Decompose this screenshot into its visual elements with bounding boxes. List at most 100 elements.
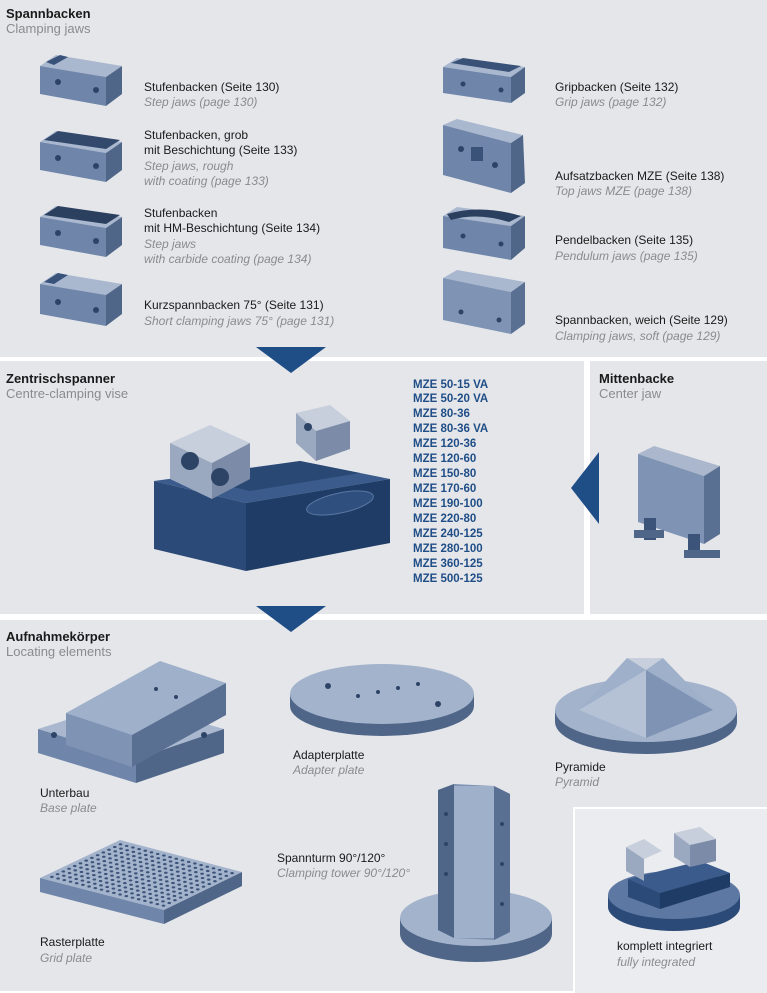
grid-hole: [151, 864, 155, 867]
grid-hole: [132, 859, 137, 862]
grid-hole: [131, 850, 136, 853]
step-jaw-icon: [40, 55, 122, 106]
grid-hole: [183, 885, 188, 888]
grid-hole: [196, 888, 200, 891]
grid-hole: [155, 898, 159, 901]
grid-hole: [149, 901, 153, 904]
locating-label-de: Rasterplatte: [40, 935, 105, 949]
grid-hole: [148, 892, 152, 895]
grid-hole: [141, 882, 145, 885]
grid-hole: [87, 885, 91, 888]
grid-hole: [147, 884, 151, 887]
grid-hole: [182, 876, 187, 879]
jaw-label-de: mit HM-Beschichtung (Seite 134): [144, 221, 321, 235]
grid-hole: [134, 880, 139, 884]
grid-hole: [199, 868, 204, 871]
grid-hole: [160, 895, 165, 899]
jaw-label-de: mit Beschichtung (Seite 133): [144, 143, 298, 157]
model-list-item: MZE 120-60: [413, 453, 477, 465]
grid-hole: [180, 859, 185, 862]
grid-hole: [72, 864, 77, 868]
grid-hole: [128, 875, 132, 878]
grid-hole: [124, 894, 129, 898]
grid-hole: [105, 890, 110, 893]
grid-hole: [212, 875, 217, 879]
locating-label-de: Adapterplatte: [293, 748, 365, 762]
grid-hole: [171, 881, 175, 885]
grid-hole: [68, 880, 73, 883]
grid-hole: [177, 883, 181, 886]
grid-hole: [175, 866, 180, 869]
grid-hole: [165, 888, 170, 892]
grid-hole: [193, 862, 197, 865]
grid-hole: [200, 872, 204, 875]
grid-hole: [158, 878, 163, 881]
grid-hole: [114, 863, 119, 866]
grid-hole: [95, 854, 100, 857]
grid-hole: [162, 858, 167, 861]
grid-hole: [174, 861, 179, 865]
grid-hole: [143, 899, 147, 902]
grid-hole: [133, 867, 138, 871]
jaw-label-de: Gripbacken (Seite 132): [555, 80, 679, 94]
grid-hole: [61, 870, 66, 873]
grid-hole: [131, 846, 135, 849]
grid-hole: [152, 877, 157, 880]
section-subtitle: Clamping jaws: [6, 21, 91, 36]
model-list-item: MZE 240-125: [413, 528, 483, 540]
grid-hole: [112, 845, 117, 849]
grid-hole: [91, 865, 95, 868]
grid-hole: [147, 888, 152, 891]
grid-hole: [136, 898, 141, 901]
grid-hole: [155, 852, 160, 856]
grid-hole: [86, 876, 90, 879]
grid-hole: [173, 899, 177, 902]
locating-label-en: Base plate: [40, 801, 97, 815]
grid-hole: [190, 891, 194, 894]
grid-hole: [218, 873, 222, 876]
grid-hole: [129, 883, 133, 886]
grid-hole: [224, 874, 229, 877]
grid-hole: [176, 879, 181, 882]
locating-label-en: Grid plate: [40, 951, 93, 965]
grid-hole: [120, 860, 125, 863]
grid-hole: [165, 884, 170, 887]
grid-hole: [103, 872, 108, 876]
grid-hole: [160, 891, 164, 894]
grid-hole: [103, 868, 108, 871]
grid-hole: [205, 865, 210, 868]
grid-hole: [130, 892, 134, 895]
grid-hole: [165, 880, 169, 883]
grip-jaw-icon: [443, 58, 525, 103]
jaw-label-en: Step jaws (page 130): [144, 95, 258, 109]
grid-hole: [145, 871, 150, 874]
grid-hole: [109, 870, 114, 873]
section-subtitle: Locating elements: [6, 644, 112, 659]
grid-hole: [200, 876, 205, 880]
grid-hole: [230, 872, 234, 875]
model-list-item: MZE 280-100: [413, 543, 483, 555]
grid-hole: [99, 884, 103, 887]
integrated-vise-icon: [608, 827, 740, 931]
model-list-item: MZE 500-125: [413, 573, 483, 585]
model-list-item: MZE 50-15 VA: [413, 379, 489, 391]
grid-hole: [205, 869, 210, 873]
grid-hole: [184, 893, 189, 896]
section-title: Spannbacken: [6, 6, 91, 21]
grid-hole: [62, 878, 67, 882]
arrow-left-icon: [571, 452, 599, 524]
grid-hole: [101, 851, 106, 854]
jaw-label-en: Step jaws, rough: [144, 159, 234, 173]
grid-hole: [97, 867, 101, 870]
locating-label-de: komplett integriert: [617, 939, 713, 953]
grid-hole: [170, 873, 174, 876]
grid-hole: [182, 872, 186, 875]
grid-hole: [107, 852, 112, 856]
grid-hole: [124, 890, 128, 893]
grid-hole: [144, 858, 149, 861]
pyramid-icon: [555, 658, 737, 754]
grid-hole: [80, 875, 84, 878]
grid-hole: [181, 867, 186, 871]
grid-hole: [153, 881, 157, 884]
grid-hole: [115, 867, 119, 870]
